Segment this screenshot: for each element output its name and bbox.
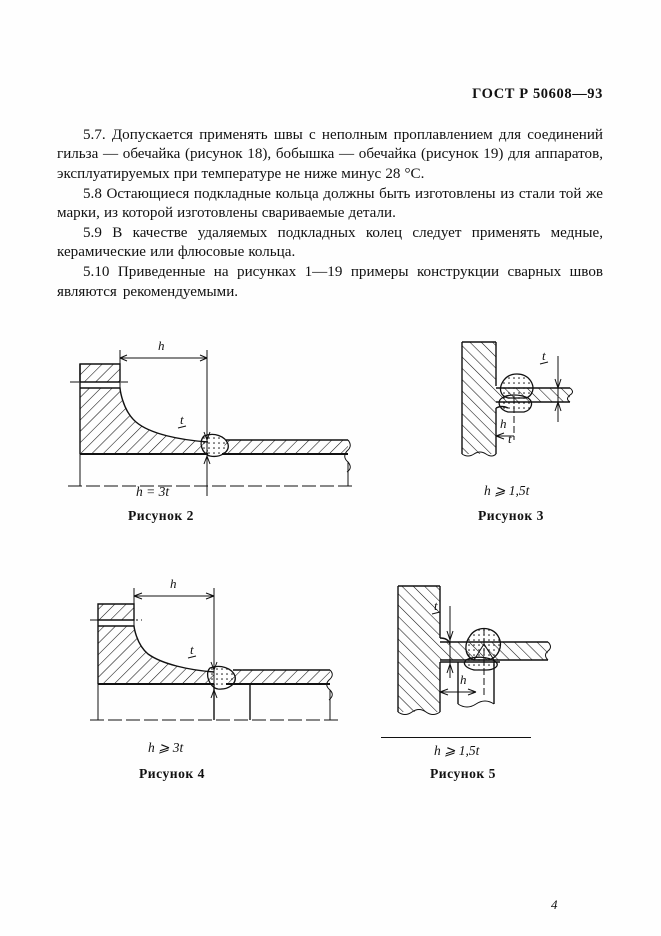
svg-text:t: t — [180, 412, 184, 427]
figure-4-drawing: h t — [90, 572, 350, 742]
paragraph-5-9: 5.9 В качестве удаляемых подкладных коле… — [57, 225, 603, 261]
figure-5-dimension-note: h ⩾ 1,5t — [434, 743, 480, 758]
figure-2-svg: h — [68, 338, 354, 496]
figure-5-caption: Рисунок 5 — [430, 766, 496, 781]
svg-text:h: h — [158, 338, 165, 353]
body-text: 5.7. Допускается применять швы с неполны… — [57, 126, 603, 303]
figure-3-drawing: h t t — [452, 336, 612, 481]
figure-5-drawing: t h — [382, 578, 572, 738]
figure-3-caption: Рисунок 3 — [478, 508, 544, 523]
figure-4-svg: h t — [90, 576, 342, 721]
figure-5-svg: t h — [397, 585, 551, 715]
svg-text:t: t — [508, 431, 512, 446]
page-number: 4 — [551, 897, 558, 912]
svg-text:t: t — [542, 348, 546, 363]
standard-header: ГОСТ Р 50608—93 — [472, 86, 603, 102]
figure-2-dimension-note: h = 3t — [136, 484, 170, 499]
figure-4-caption: Рисунок 4 — [139, 766, 205, 781]
figure-5-separator-rule — [381, 737, 531, 738]
svg-text:t: t — [434, 598, 438, 613]
figure-2-drawing: h — [62, 336, 362, 496]
svg-text:t: t — [190, 642, 194, 657]
paragraph-5-7: 5.7. Допускается применять швы с неполны… — [57, 127, 603, 182]
figure-4-dimension-note: h ⩾ 3t — [148, 740, 184, 755]
paragraph-5-8: 5.8 Остающиеся подкладные кольца должны … — [57, 185, 603, 222]
figure-3-dimension-note: h ⩾ 1,5t — [484, 483, 530, 498]
svg-text:h: h — [460, 672, 467, 687]
paragraph-5-10: 5.10 Приведенные на рисунках 1—19 пример… — [57, 264, 603, 300]
figure-3-svg: h t t — [461, 341, 573, 457]
svg-text:h: h — [170, 576, 177, 591]
figure-2-caption: Рисунок 2 — [128, 508, 194, 523]
svg-text:h: h — [500, 416, 507, 431]
